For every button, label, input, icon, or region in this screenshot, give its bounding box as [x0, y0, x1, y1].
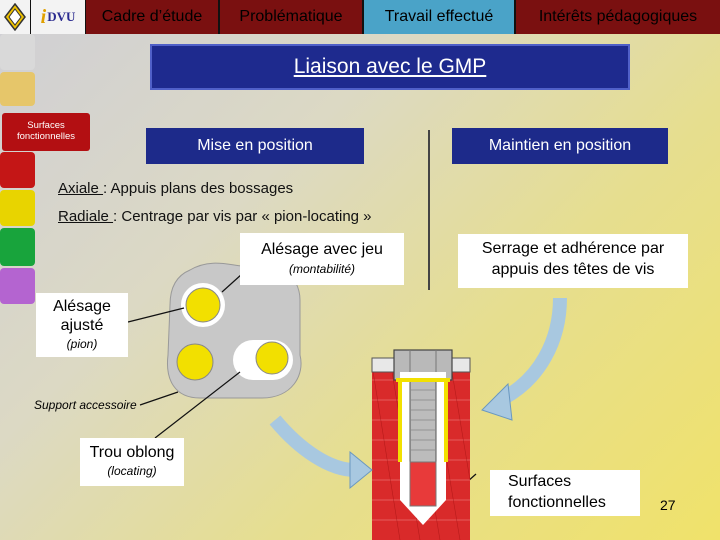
label-alesage-ajuste: Alésage ajusté (pion)	[36, 293, 128, 357]
screw-pin-tip	[409, 461, 437, 507]
functional-surface-left	[398, 380, 402, 462]
tab-travail-effectue[interactable]: Travail effectué	[364, 0, 514, 34]
pointer-alesage-ajuste	[127, 307, 185, 323]
surfaces-line2: fonctionnelles	[508, 493, 606, 511]
header-text: Maintien en position	[488, 137, 632, 154]
tab-interets-pedagogiques[interactable]: Intérêts pédagogiques	[516, 0, 720, 34]
header-text: Mise en position	[197, 137, 313, 154]
trou-oblong-text: Trou oblong	[89, 444, 175, 461]
trou-oblong-note: (locating)	[107, 464, 157, 478]
sidebar	[0, 34, 36, 540]
functional-surface-top	[396, 378, 450, 382]
pointer-trou-oblong	[154, 371, 241, 439]
label-trou-oblong: Trou oblong (locating)	[80, 438, 184, 486]
alesage-jeu-note: (montabilité)	[288, 262, 356, 276]
axial-label: Axiale	[58, 180, 104, 197]
bore-jeu-pin	[185, 287, 221, 323]
pointer-support	[139, 391, 179, 406]
sidebar-item-6[interactable]	[0, 268, 35, 304]
tab-label: Intérêts pédagogiques	[538, 8, 698, 25]
pointer-alesage-jeu	[221, 273, 243, 293]
alesage-ajuste-line2: ajusté	[60, 317, 104, 335]
header-maintien-en-position: Maintien en position	[452, 128, 668, 164]
radial-label: Radiale	[58, 208, 114, 225]
tab-cadre-etude[interactable]: Cadre d’étude	[86, 0, 218, 34]
label-support-accessoire: Support accessoire	[34, 398, 137, 412]
tab-label: Cadre d’étude	[101, 8, 203, 25]
page-number: 27	[660, 497, 676, 513]
functional-surface-right	[444, 380, 448, 462]
surfaces-line1: Surfaces	[508, 473, 572, 490]
slide-title-text: Liaison avec le GMP	[293, 55, 487, 78]
oblong-pin-left	[176, 343, 214, 381]
screw-shank	[409, 379, 437, 463]
serrage-line2: appuis des têtes de vis	[491, 260, 655, 278]
arrow-right-shaft	[496, 297, 567, 407]
sidebar-item-2[interactable]	[0, 72, 35, 106]
serrage-line1: Serrage et adhérence par	[481, 240, 665, 257]
oblong-pin-right	[255, 341, 289, 375]
alesage-ajuste-line1: Alésage	[53, 298, 111, 315]
axial-text: : Appuis plans des bossages	[103, 180, 294, 197]
sidebar-item-4[interactable]	[0, 190, 35, 226]
axial-line: Axiale : Appuis plans des bossages	[58, 180, 293, 197]
column-divider	[428, 130, 430, 290]
sidebar-item-5[interactable]	[0, 228, 35, 266]
arrow-left-head	[349, 450, 373, 490]
label-alesage-avec-jeu: Alésage avec jeu (montabilité)	[240, 233, 404, 285]
label-serrage: Serrage et adhérence par appuis des tête…	[458, 234, 688, 288]
label-surfaces-fonctionnelles: Surfaces fonctionnelles	[490, 470, 640, 516]
tab-label: Problématique	[239, 8, 343, 25]
tab-label: Travail effectué	[384, 8, 494, 25]
arrow-left-shaft	[269, 415, 356, 477]
radial-text: : Centrage par vis par « pion-locating »	[113, 208, 372, 225]
sidebar-item-surfaces-fonctionnelles[interactable]: Surfaces fonctionnelles	[2, 113, 90, 151]
header-mise-en-position: Mise en position	[146, 128, 364, 164]
slide-title: Liaison avec le GMP	[150, 44, 630, 90]
sidebar-item-3[interactable]	[0, 152, 35, 188]
brand-i: i	[40, 5, 47, 28]
alesage-jeu-text: Alésage avec jeu	[261, 241, 383, 258]
radial-line: Radiale : Centrage par vis par « pion-lo…	[58, 208, 372, 225]
alesage-ajuste-note: (pion)	[66, 337, 98, 352]
brand-text: DVU	[47, 9, 76, 24]
arrow-right-head	[481, 382, 513, 421]
tab-problematique[interactable]: Problématique	[220, 0, 362, 34]
sidebar-item-1[interactable]	[0, 34, 35, 70]
renault-logo-icon	[0, 0, 30, 34]
